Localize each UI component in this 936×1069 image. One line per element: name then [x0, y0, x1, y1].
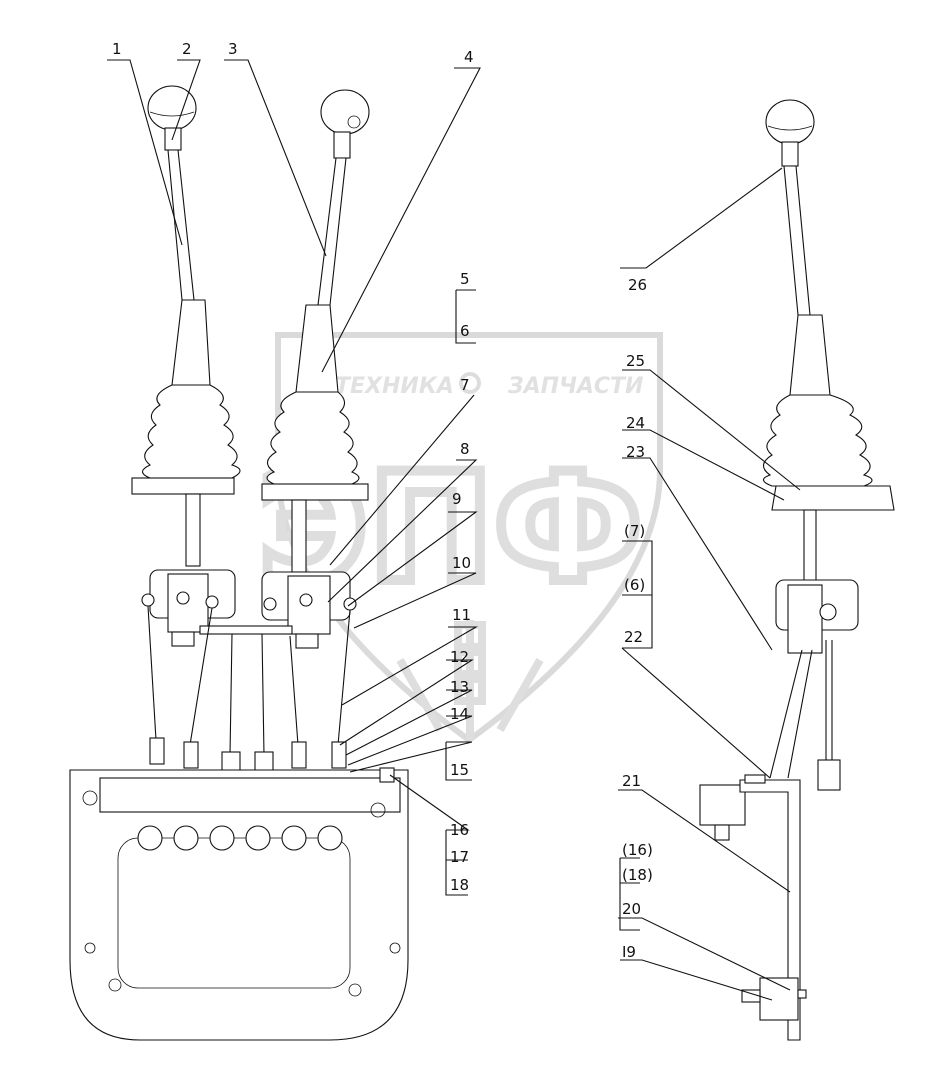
callout-6: 6	[460, 322, 470, 340]
callout-9: 9	[452, 490, 462, 508]
watermark-gear-icon	[459, 372, 481, 394]
watermark-text-left: ТЕХНИКА	[335, 374, 454, 399]
rod-link-5	[289, 635, 299, 746]
callout-14: 14	[450, 705, 469, 723]
callout-7: 7	[460, 376, 470, 394]
callout-8: 8	[460, 440, 470, 458]
boot-cone-left	[171, 299, 211, 386]
callout-25: 25	[626, 352, 645, 370]
pedal-mount	[699, 774, 807, 1041]
callout-23: 23	[626, 443, 645, 461]
knob-right	[765, 99, 815, 145]
shaft-right	[783, 165, 811, 316]
mount-block	[699, 784, 746, 826]
rod-left	[185, 493, 201, 567]
callout-16: 16	[450, 821, 469, 839]
callout-6b: (6)	[624, 576, 645, 594]
rod-link-3	[229, 633, 233, 756]
rod-link-6	[337, 609, 351, 746]
rod-link-4	[261, 633, 265, 756]
rod-link-2	[189, 607, 213, 746]
callout-10: 10	[452, 554, 471, 572]
knob-middle	[320, 89, 370, 135]
boot-cone-right	[789, 314, 831, 396]
callout-21: 21	[622, 772, 641, 790]
bellows-left	[141, 384, 241, 479]
callout-3: 3	[228, 40, 238, 58]
callout-20: 20	[622, 900, 641, 918]
watermark-wheat-icon	[396, 620, 544, 740]
knob-middle-collar	[333, 131, 351, 159]
watermark-text-right: ЗАПЧАСТИ	[507, 374, 643, 399]
callout-18: 18	[450, 876, 469, 894]
callout-4: 4	[464, 48, 474, 66]
callout-12: 12	[450, 648, 469, 666]
callout-1: 1	[112, 40, 122, 58]
rod-right-link	[769, 649, 803, 779]
lever-right	[762, 99, 895, 791]
callout-11: 11	[452, 606, 471, 624]
cable-right	[825, 640, 833, 770]
valve-housing	[69, 767, 409, 1041]
callout-22: 22	[624, 628, 643, 646]
callout-17: 17	[450, 848, 469, 866]
shaft-middle	[317, 157, 347, 306]
callout-26: 26	[628, 276, 647, 294]
linkage-assembly	[141, 569, 357, 773]
bellows-middle	[266, 391, 360, 485]
rod-link-1	[147, 605, 157, 741]
callout-5: 5	[460, 270, 470, 288]
callout-16b: (16)	[622, 841, 653, 859]
boot-base-left	[131, 477, 235, 495]
lever-left	[131, 85, 241, 567]
boot-cone-middle	[295, 304, 339, 393]
boot-base-middle	[261, 483, 369, 501]
lever-middle	[261, 89, 370, 573]
shaft-left	[167, 149, 195, 301]
callout-2: 2	[182, 40, 192, 58]
callout-13: 13	[450, 678, 469, 696]
bellows-right	[762, 394, 873, 487]
callout-labels: 1 2 3 4 5 6 7 8 9 10 11 12 13 14 15 16 1…	[112, 40, 653, 961]
callout-7b: (7)	[624, 522, 645, 540]
callout-18b: (18)	[622, 866, 653, 884]
callout-24: 24	[626, 414, 645, 432]
callout-15: 15	[450, 761, 469, 779]
leader-lines	[107, 59, 801, 1001]
valve-ports	[137, 825, 343, 851]
callout-19: I9	[622, 943, 636, 961]
rod-right-link-2	[787, 649, 813, 779]
rod-middle	[291, 499, 307, 573]
knob-left-collar	[164, 127, 182, 151]
boot-base-right	[771, 485, 895, 511]
crossbar	[199, 625, 293, 635]
